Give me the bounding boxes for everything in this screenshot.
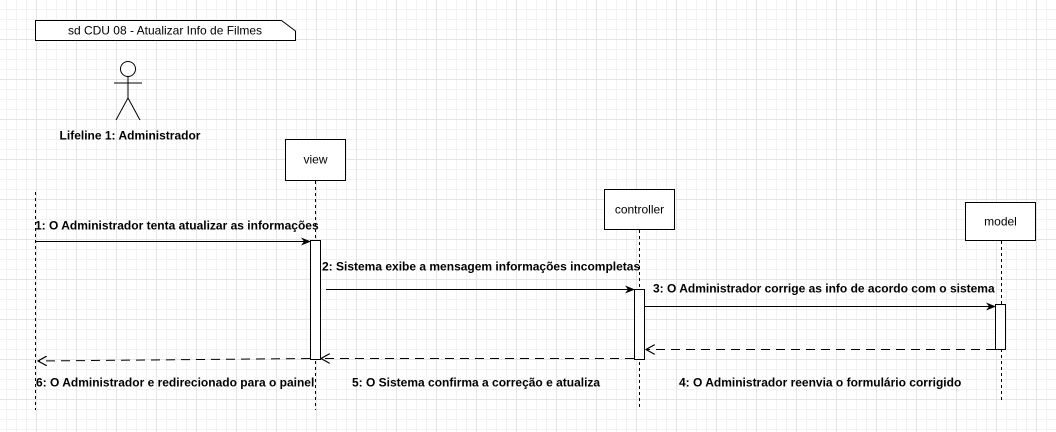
message-2-label: 2: Sistema exibe a mensagem informações … xyxy=(322,260,640,274)
actor-administrador[interactable]: Lifeline 1: Administrador xyxy=(60,61,201,143)
message-3-label: 3: O Administrador corrige as info de ac… xyxy=(653,282,995,296)
model-activation-bar xyxy=(995,304,1006,350)
message-5-label: 5: O Sistema confirma a correção e atual… xyxy=(352,376,600,390)
lifeline-controller[interactable]: controller xyxy=(604,189,675,230)
message-6-arrow xyxy=(38,359,311,362)
lifeline-model[interactable]: model xyxy=(965,202,1036,241)
view-activation-bar xyxy=(310,240,321,360)
message-4-label: 4: O Administrador reenvia o formulário … xyxy=(679,376,961,390)
lifeline-model-label: model xyxy=(984,215,1017,229)
message-1-label: 1: O Administrador tenta atualizar as in… xyxy=(35,219,319,233)
frame-title: sd CDU 08 - Atualizar Info de Filmes xyxy=(68,24,262,38)
lifeline-controller-label: controller xyxy=(615,203,664,217)
actor-label: Lifeline 1: Administrador xyxy=(60,129,201,143)
message-6-label: 6: O Administrador e redirecionado para … xyxy=(36,376,314,390)
lifeline-view[interactable]: view xyxy=(285,139,346,181)
stick-figure-icon xyxy=(114,61,142,121)
frame-tag: sd CDU 08 - Atualizar Info de Filmes xyxy=(35,20,296,41)
lifeline-view-label: view xyxy=(303,153,327,167)
controller-activation-bar xyxy=(634,289,645,360)
